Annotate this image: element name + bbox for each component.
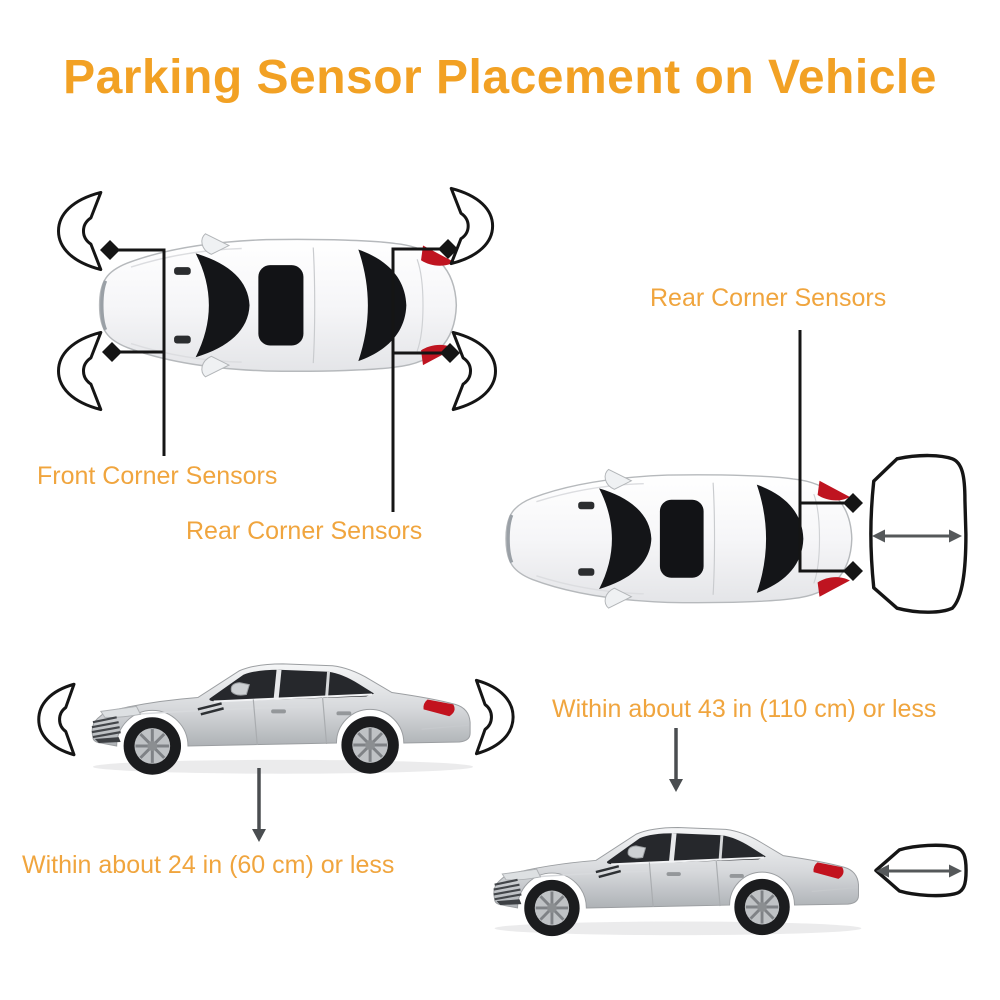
rear-corner-sensors-label: Rear Corner Sensors	[186, 517, 423, 545]
side-view-car	[494, 827, 862, 936]
sensor-diamond-marker	[843, 493, 863, 513]
side-view-front-distance-diagram	[37, 664, 515, 842]
front-distance-label: Within about 24 in (60 cm) or less	[22, 851, 395, 879]
front-corner-sensors-label: Front Corner Sensors	[37, 462, 278, 490]
down-arrow-icon	[252, 768, 266, 842]
sensor-diamond-marker	[102, 342, 122, 362]
front-left-sensor-arc-icon	[57, 191, 103, 271]
rear-distance-label: Within about 43 in (110 cm) or less	[552, 695, 937, 723]
range-double-arrow-icon	[876, 864, 962, 878]
rear-sensor-arc-icon	[475, 679, 515, 755]
down-arrow-icon	[669, 728, 683, 792]
rear-sensors-leader-line	[798, 330, 851, 573]
sensor-diamond-marker	[440, 343, 460, 363]
sensor-diamond-marker	[100, 240, 120, 260]
sensor-diamond-marker	[843, 561, 863, 581]
front-right-sensor-arc-icon	[57, 331, 103, 411]
side-view-rear-distance-diagram	[494, 728, 968, 936]
page-title: Parking Sensor Placement on Vehicle	[63, 51, 937, 104]
front-sensor-arc-icon	[37, 683, 76, 756]
top-view-front-rear-diagram	[57, 187, 497, 512]
sensor-diamond-marker	[438, 239, 458, 259]
top-view-rear-zone-diagram	[504, 330, 968, 614]
top-view-car	[97, 232, 459, 379]
rear-left-sensor-arc-icon	[449, 187, 494, 265]
rear-right-sensor-arc-icon	[451, 331, 497, 411]
rear-corner-sensors-label: Rear Corner Sensors	[650, 284, 887, 312]
range-double-arrow-icon	[872, 529, 962, 543]
side-view-car	[92, 664, 473, 775]
